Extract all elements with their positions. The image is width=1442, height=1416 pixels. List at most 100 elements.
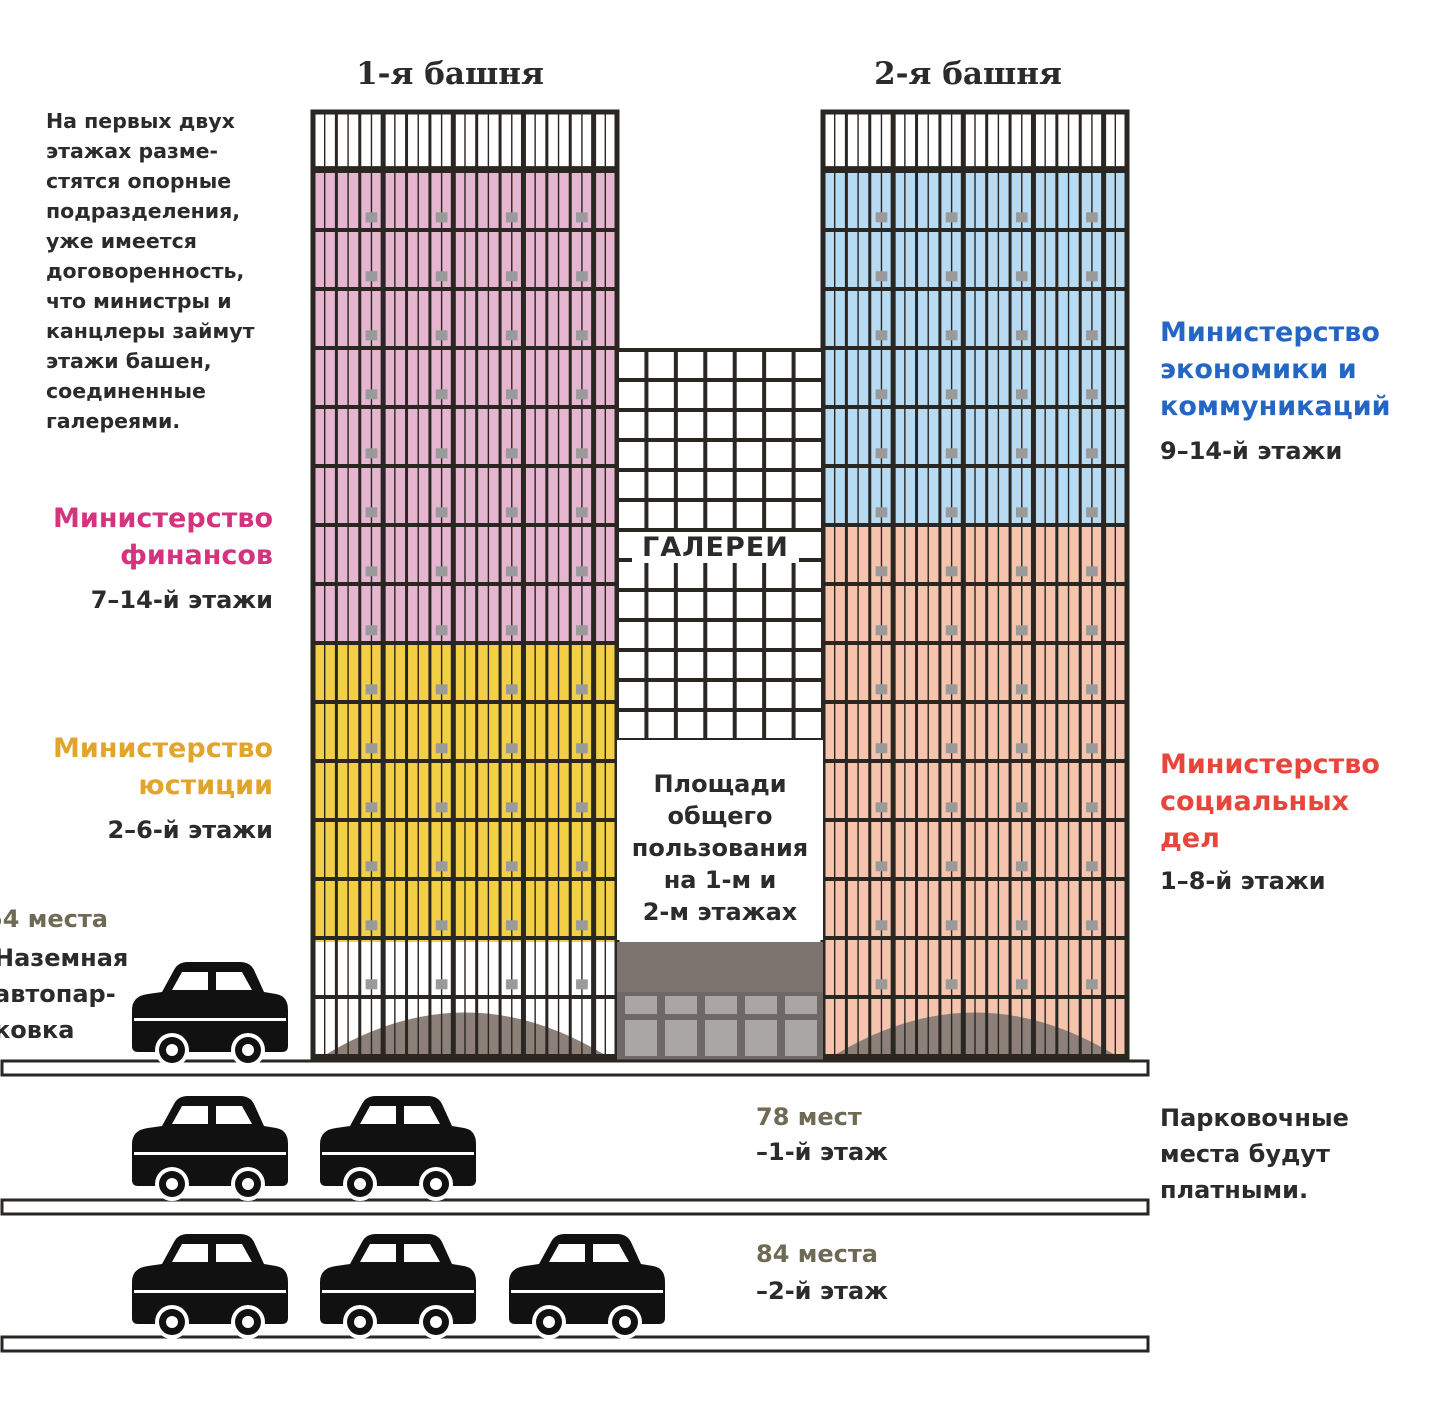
tower-2-accent [945,743,958,754]
tower-2-accent [1015,566,1028,577]
tower-1-accent [505,448,518,459]
tower-2-title: 2-я башня [874,56,1062,92]
tower-1-title: 1-я башня [356,56,544,92]
tower-2-accent [945,448,958,459]
entrance-window [625,996,657,1014]
common-area-label: Площади общего пользования на 1-м и 2-м … [631,770,809,926]
tower-1-accent [505,861,518,872]
tower-2-accent [1015,861,1028,872]
tower-2-accent [875,212,888,223]
entrance-window [705,1020,737,1056]
parking-note: Парковочные места будут платными. [1160,1104,1349,1204]
car-icon [132,1234,288,1339]
tower-1-accent [435,566,448,577]
entrance-window [785,996,817,1014]
tower-1-accent [505,212,518,223]
tower-1-accent [365,389,378,400]
tower-1-accent [576,212,588,223]
entrance-window [665,996,697,1014]
tower-2-accent [945,861,958,872]
tower-1-accent [365,684,378,695]
tower-2-accent [945,330,958,341]
tower-2-accent [945,271,958,282]
tower-2-accent [1086,448,1098,459]
tower-1-accent [365,979,378,990]
parking-minus1-label: –1-й этаж [756,1138,889,1166]
tower-2-accent [1086,271,1098,282]
tower-1-accent [505,920,518,931]
tower-2-accent [1086,743,1098,754]
tower-1-accent [435,507,448,518]
tower-1-accent [435,979,448,990]
tower-1-accent [365,802,378,813]
tower-2-accent [1086,507,1098,518]
tower-2-accent [1015,330,1028,341]
tower-2-accent [1086,684,1098,695]
tower-2-accent [945,920,958,931]
tower-1-accent [576,920,588,931]
ministry-finance-floors: 7–14-й этажи [90,586,273,614]
tower-1-accent [365,330,378,341]
parking-slab-1 [0,1198,1150,1216]
tower-1-accent [576,684,588,695]
entrance-window [785,1020,817,1056]
tower-2-accent [945,507,958,518]
tower-1-accent [365,743,378,754]
tower-2-accent [1015,802,1028,813]
tower-1-accent [505,979,518,990]
ministry-economy-name: Министерство экономики и коммуникаций [1160,317,1391,422]
tower-2-accent [945,389,958,400]
gallery-label: ГАЛЕРЕИ [632,532,799,563]
parking-minus2-label: –2-й этаж [756,1277,889,1305]
ministry-economy-floors: 9–14-й этажи [1160,437,1343,465]
tower-1-accent [435,802,448,813]
tower-2-accent [875,684,888,695]
tower-2-accent [875,743,888,754]
tower-2-accent [1015,684,1028,695]
tower-1-accent [365,507,378,518]
tower-1-accent [365,625,378,636]
entrance-canopy [617,942,823,992]
tower-1-accent [505,625,518,636]
tower-1-accent [365,212,378,223]
ministry-social-name: Министерство социальных дел [1160,749,1380,854]
tower-2-accent [875,507,888,518]
tower-2-accent [1015,625,1028,636]
tower-1-accent [505,566,518,577]
car-icon [132,1096,288,1201]
car-icon [320,1096,476,1201]
tower-2-accent [945,625,958,636]
tower-1-accent [576,566,588,577]
intro-note: На первых двух этажах разме- стятся опор… [46,109,255,433]
entrance-window [745,996,777,1014]
tower-2-accent [945,566,958,577]
tower-1-accent [435,920,448,931]
tower-1-accent [505,684,518,695]
tower-2-accent [1086,979,1098,990]
tower-2-accent [875,271,888,282]
tower-2-accent [1086,920,1098,931]
tower-1-accent [576,271,588,282]
parking-slab-2 [0,1335,1150,1353]
tower-1-accent [435,330,448,341]
tower-1-accent [365,448,378,459]
tower-2-accent [1086,566,1098,577]
tower-2-accent [1015,507,1028,518]
tower-2-accent [1015,389,1028,400]
car-icon [132,962,288,1067]
tower-2-accent [875,861,888,872]
tower-1-accent [576,448,588,459]
tower-1-accent [435,212,448,223]
tower-2-accent [945,212,958,223]
tower-2-accent [1086,212,1098,223]
tower-1-accent [505,330,518,341]
tower-1-accent [435,861,448,872]
tower-2-accent [945,684,958,695]
ministry-social-floors: 1–8-й этажи [1160,867,1326,895]
tower-2-accent [945,802,958,813]
tower-2-accent [1086,802,1098,813]
tower-1-accent [576,389,588,400]
tower-1-accent [576,861,588,872]
tower-1-accent [505,743,518,754]
